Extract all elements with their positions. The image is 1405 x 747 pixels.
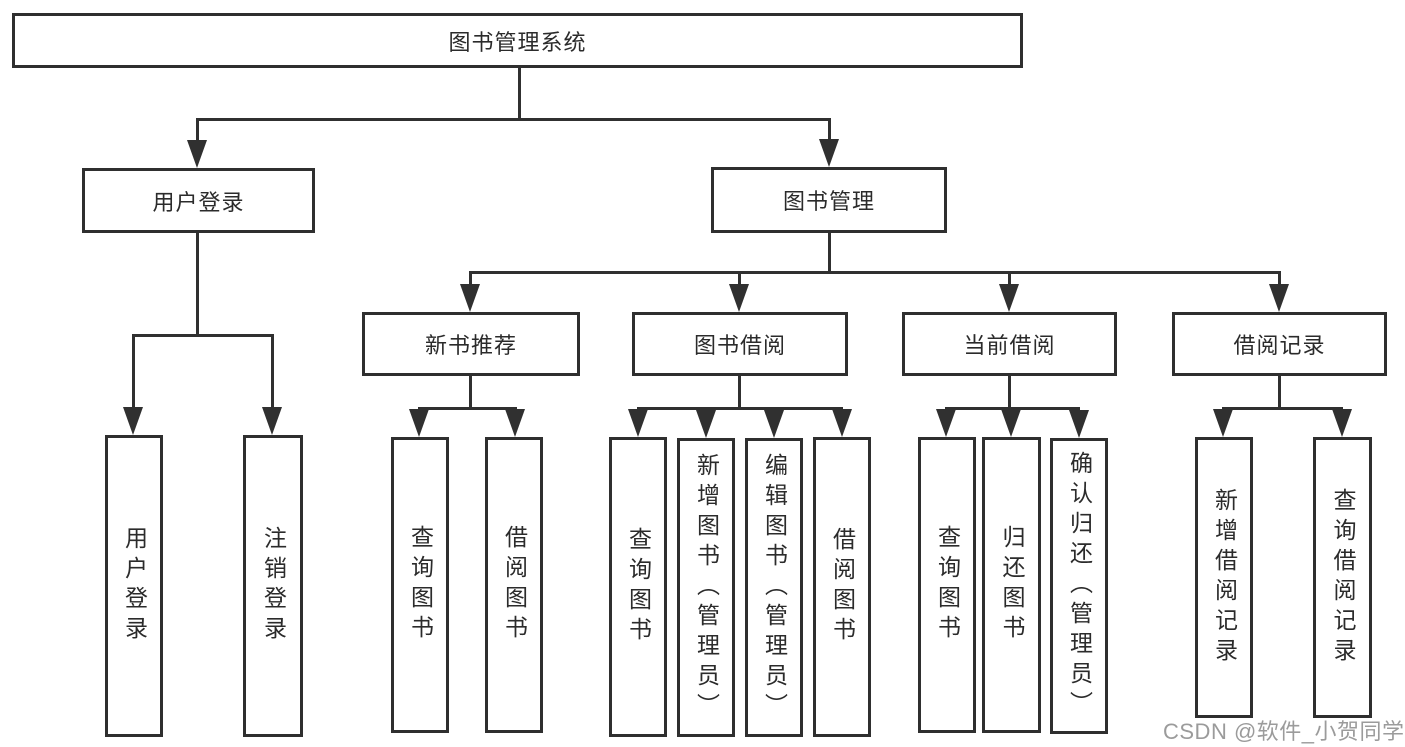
connector-line [196,118,199,148]
node-current-borrow-label: 当前借阅 [963,333,1056,358]
leaf-borrow-book: 借阅图书 [813,437,871,737]
connector-line [1222,407,1343,410]
arrow-down-icon [505,409,525,437]
leaf-return-book: 归还图书 [982,437,1041,733]
node-book-borrow-label: 图书借阅 [693,333,786,358]
arrow-down-icon [187,140,207,168]
connector-line [418,407,517,410]
arrow-down-icon [936,409,956,437]
connector-line [132,334,274,337]
node-book-management-label: 图书管理 [782,189,875,214]
leaf-query-borrow-record: 查询借阅记录 [1313,437,1372,718]
node-root: 图书管理系统 [12,13,1023,68]
arrow-down-icon [409,409,429,437]
node-borrow-records: 借阅记录 [1172,312,1387,376]
connector-line [945,407,1080,410]
leaf-add-book-admin: 新增图书（管理员） [677,438,735,737]
connector-line [1278,271,1281,289]
leaf-edit-book-admin: 编辑图书（管理员） [745,438,803,737]
connector-line [637,407,843,410]
node-user-login-label: 用户登录 [152,189,245,215]
connector-line [271,334,274,414]
leaf-query-books-current: 查询图书 [918,437,976,733]
arrow-down-icon [696,410,716,438]
connector-line [828,233,831,274]
arrow-down-icon [460,284,480,312]
arrow-down-icon [832,409,852,437]
node-book-management: 图书管理 [711,167,947,233]
connector-line [1008,271,1011,289]
arrow-down-icon [1269,284,1289,312]
arrow-down-icon [628,409,648,437]
leaf-add-borrow-record: 新增借阅记录 [1195,437,1253,718]
connector-line [738,271,741,289]
arrow-down-icon [1213,409,1233,437]
connector-line [132,334,135,414]
arrow-down-icon [729,284,749,312]
node-user-login: 用户登录 [82,168,315,233]
connector-line [738,376,741,410]
connector-line [1278,376,1281,410]
node-book-borrow: 图书借阅 [632,312,848,376]
node-root-label: 图书管理系统 [448,29,587,55]
leaf-confirm-return-admin: 确认归还（管理员） [1050,438,1108,734]
leaf-user-login: 用户登录 [105,435,163,737]
connector-line [1008,376,1011,410]
node-new-book-recommend: 新书推荐 [362,312,580,376]
leaf-logout: 注销登录 [243,435,303,737]
arrow-down-icon [262,407,282,435]
arrow-down-icon [764,410,784,438]
csdn-watermark: CSDN @软件_小贺同学 [1163,719,1405,744]
node-current-borrow: 当前借阅 [902,312,1117,376]
arrow-down-icon [1332,409,1352,437]
connector-line [828,118,831,148]
arrow-down-icon [819,139,839,167]
node-new-book-recommend-label: 新书推荐 [424,333,517,358]
arrow-down-icon [999,284,1019,312]
leaf-borrow-books-recommend: 借阅图书 [485,437,543,733]
arrow-down-icon [123,407,143,435]
node-borrow-records-label: 借阅记录 [1233,333,1326,358]
leaf-query-books-recommend: 查询图书 [391,437,449,733]
leaf-query-books: 查询图书 [609,437,667,737]
connector-line [196,118,831,121]
arrow-down-icon [1001,409,1021,437]
connector-line [469,271,472,289]
connector-line [469,271,1281,274]
arrow-down-icon [1069,410,1089,438]
connector-line [469,376,472,410]
connector-line [518,65,521,120]
connector-line [196,233,199,336]
